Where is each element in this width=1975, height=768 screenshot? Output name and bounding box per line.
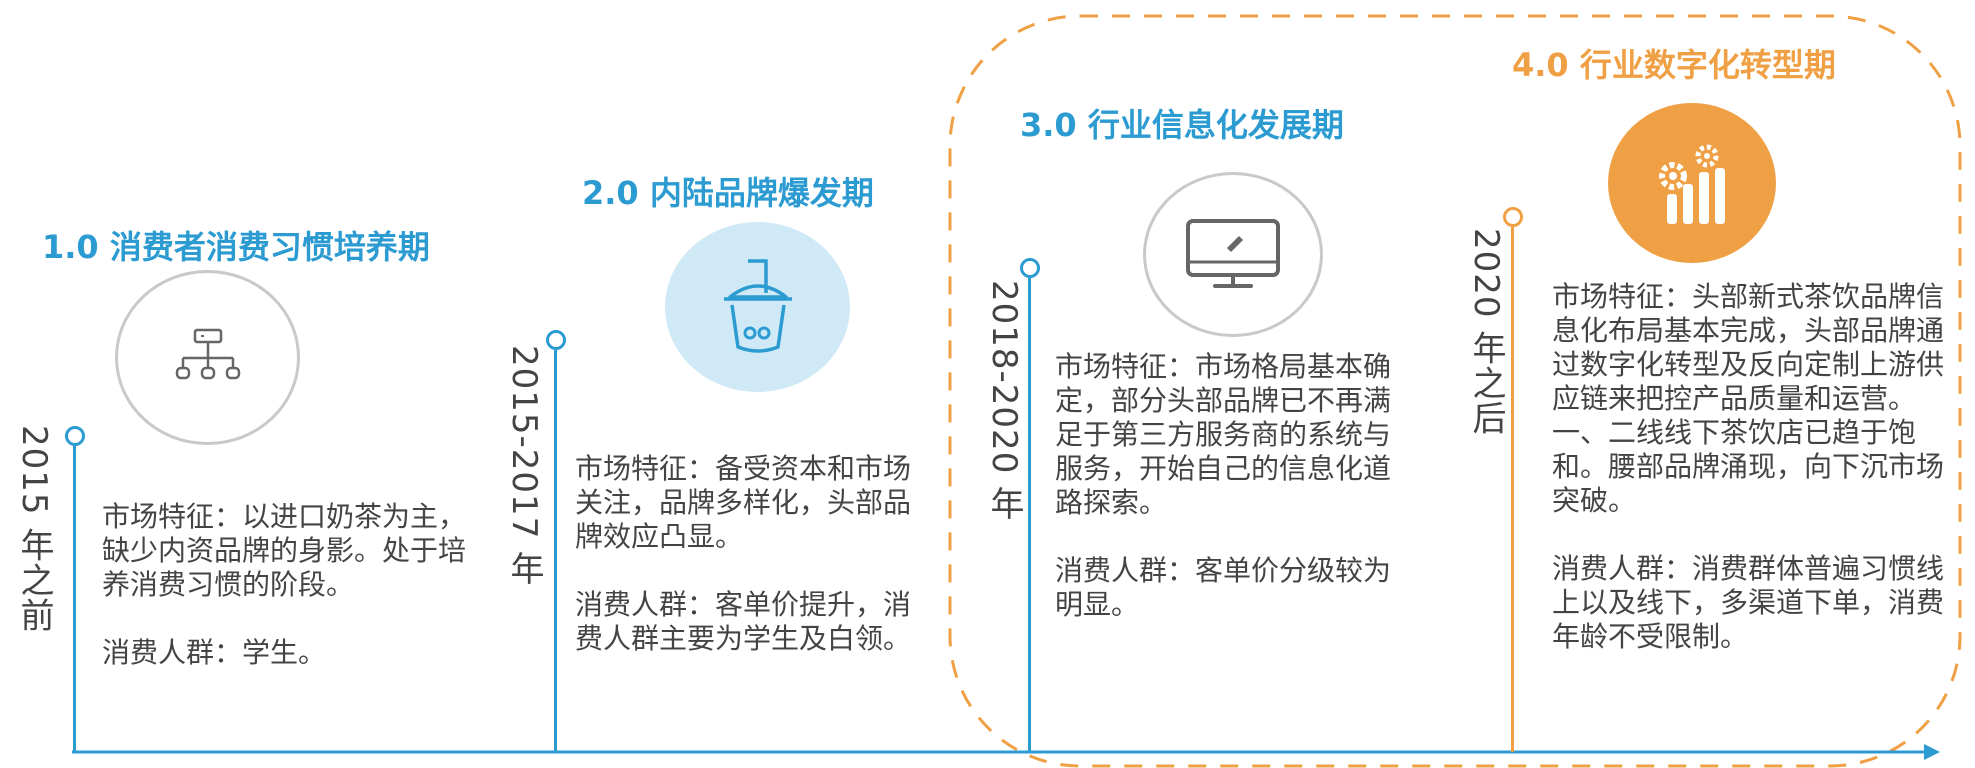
stage-2-title: 2.0 内陆品牌爆发期 bbox=[582, 174, 874, 212]
highlight-dashed-frame bbox=[948, 14, 1962, 768]
stage-2-period: 2015-2017 年 bbox=[504, 345, 544, 587]
stage-1-title: 1.0 消费者消费习惯培养期 bbox=[42, 228, 430, 266]
stage-3-title: 3.0 行业信息化发展期 bbox=[1020, 106, 1344, 144]
stage-1-consumers: 消费人群：学生。 bbox=[102, 636, 327, 669]
stage-4-marker bbox=[1503, 207, 1523, 227]
stage-3-feature: 市场特征：市场格局基本确定，部分头部品牌已不再满足于第三方服务商的系统与服务，开… bbox=[1055, 350, 1392, 519]
stage-1-stem bbox=[73, 446, 76, 752]
org-chart-icon bbox=[175, 328, 240, 379]
bubble-tea-icon bbox=[723, 259, 792, 353]
stage-3-consumers: 消费人群：客单价分级较为明显。 bbox=[1055, 554, 1392, 621]
stage-2-icon-circle bbox=[665, 222, 850, 392]
stage-2-description: 市场特征：备受资本和市场关注，品牌多样化，头部品牌效应凸显。 消费人群：客单价提… bbox=[575, 452, 935, 656]
stage-3-description: 市场特征：市场格局基本确定，部分头部品牌已不再满足于第三方服务商的系统与服务，开… bbox=[1055, 350, 1415, 622]
stage-4-period: 2020 年之后 bbox=[1466, 228, 1506, 436]
stage-1-icon-circle bbox=[115, 270, 300, 445]
stage-3-icon-circle bbox=[1143, 172, 1323, 337]
stage-4-icon-circle bbox=[1608, 103, 1776, 263]
stage-4-title: 4.0 行业数字化转型期 bbox=[1512, 46, 1836, 84]
stage-3-period: 2018-2020 年 bbox=[984, 280, 1024, 522]
stage-2-marker bbox=[546, 330, 566, 350]
stage-3-stem bbox=[1028, 278, 1031, 752]
stage-2-feature: 市场特征：备受资本和市场关注，品牌多样化，头部品牌效应凸显。 bbox=[575, 452, 912, 553]
stage-4-description: 市场特征：头部新式茶饮品牌信息化布局基本完成，头部品牌通过数字化转型及反向定制上… bbox=[1552, 280, 1947, 654]
gear-chart-icon bbox=[1659, 144, 1725, 224]
stage-1-description: 市场特征：以进口奶茶为主，缺少内资品牌的身影。处于培养消费习惯的阶段。 消费人群… bbox=[102, 500, 467, 670]
stage-4-stem bbox=[1511, 227, 1514, 752]
stage-2-stem bbox=[554, 350, 557, 752]
stage-1-feature: 市场特征：以进口奶茶为主，缺少内资品牌的身影。处于培养消费习惯的阶段。 bbox=[102, 500, 467, 601]
stage-1-marker bbox=[65, 426, 85, 446]
monitor-icon bbox=[1186, 218, 1280, 288]
stage-1-period: 2015 年之前 bbox=[14, 425, 54, 633]
stage-2-consumers: 消费人群：客单价提升，消费人群主要为学生及白领。 bbox=[575, 588, 912, 655]
timeline-arrowhead bbox=[1924, 744, 1940, 760]
stage-4-consumers: 消费人群：消费群体普遍习惯线上以及线下，多渠道下单，消费年龄不受限制。 bbox=[1552, 552, 1945, 653]
stage-4-feature: 市场特征：头部新式茶饮品牌信息化布局基本完成，头部品牌通过数字化转型及反向定制上… bbox=[1552, 280, 1945, 517]
stage-3-marker bbox=[1020, 258, 1040, 278]
